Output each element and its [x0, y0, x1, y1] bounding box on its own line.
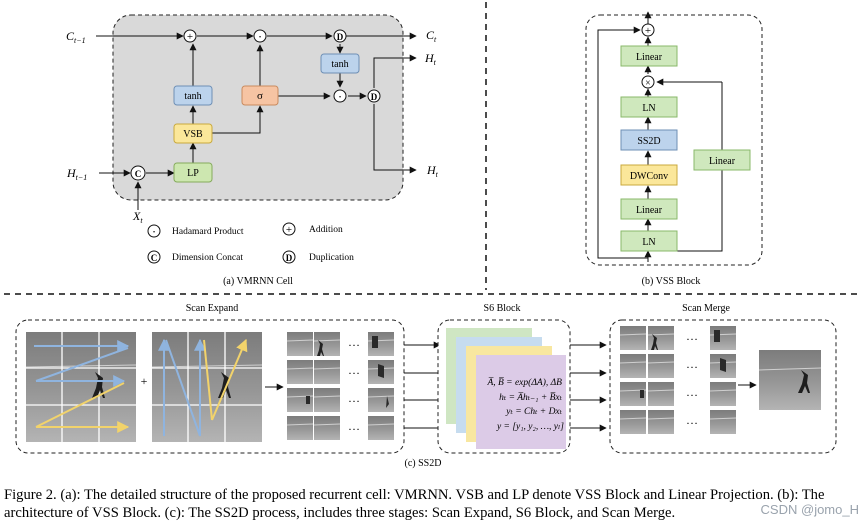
sigma-block — [241, 85, 279, 106]
legend-dup-label: Duplication — [309, 253, 354, 263]
s6-eq4: y = [y₁, y₂, …, yₗ] — [496, 422, 564, 432]
s6-eq1: A̅, B̅ = exp(ΔA), ΔB — [486, 377, 562, 388]
panel-c-ss2d: Scan Expand S6 Block Scan Merge + — [15, 303, 837, 469]
linear-side-block — [693, 149, 751, 171]
legend-dup-icon-glyph: D — [286, 253, 293, 263]
c-prev-label: Ct−1 — [66, 29, 86, 45]
scan-merge-title: Scan Merge — [682, 303, 730, 314]
tanh-right-block — [320, 53, 360, 74]
add-op-circle — [183, 29, 197, 43]
vsb-block — [173, 123, 213, 144]
ss2d-block — [620, 129, 678, 151]
merged-output-image — [758, 350, 822, 410]
legend-hadamard-icon-glyph: · — [152, 224, 156, 239]
s6-layer-purple — [476, 355, 566, 449]
dup-op-glyph-right: D — [371, 92, 378, 102]
s6-block-title: S6 Block — [484, 303, 521, 314]
tanh-left-label: tanh — [184, 91, 201, 102]
scan-image-2 — [151, 332, 263, 442]
h-out-label-bottom: Ht — [426, 163, 439, 179]
scan-plus-glyph: + — [141, 374, 148, 388]
svg-text:…: … — [686, 385, 698, 399]
mul-op-glyph-top: · — [258, 29, 262, 44]
figure-caption: Figure 2. (a): The detailed structure of… — [4, 487, 825, 521]
svg-text:…: … — [348, 363, 360, 377]
ln-top-label: LN — [642, 103, 655, 114]
vsb-label: VSB — [183, 129, 203, 140]
legend-hadamard-icon — [147, 224, 161, 238]
vss-add-glyph: + — [645, 25, 651, 37]
panel-c-label: (c) SS2D — [405, 458, 442, 469]
legend-addition-icon — [282, 222, 296, 236]
legend-dup-icon — [282, 250, 296, 264]
scan-expand-title: Scan Expand — [186, 303, 239, 314]
panel-a-vmrnn-cell: Ct−1 Ht−1 Xt Ct Ht Ht — [66, 14, 439, 287]
svg-text:…: … — [348, 391, 360, 405]
panel-b-label: (b) VSS Block — [642, 276, 701, 287]
scan-image-1 — [25, 332, 137, 442]
lp-block — [173, 162, 213, 183]
panel-a-label: (a) VMRNN Cell — [223, 276, 293, 287]
svg-text:…: … — [348, 335, 360, 349]
s6-eq2: hₜ = A̅hₜ₋₁ + B̅xₜ — [499, 392, 562, 403]
c-out-label: Ct — [426, 28, 437, 44]
linear-top-block — [620, 45, 678, 67]
dup-op-circle-right — [367, 89, 381, 103]
vss-mul-op — [641, 75, 655, 89]
watermark: CSDN @jomo_H — [760, 502, 859, 517]
merged-sequences: … … … … — [619, 325, 737, 435]
legend-hadamard-label: Hadamard Product — [172, 227, 244, 237]
svg-text:…: … — [686, 329, 698, 343]
h-prev-label: Ht−1 — [66, 166, 87, 182]
ln-bottom-block — [620, 230, 678, 252]
ss2d-label: SS2D — [637, 136, 660, 147]
svg-text:…: … — [686, 413, 698, 427]
linear-side-label: Linear — [709, 156, 736, 167]
legend-concat-icon-glyph: C — [151, 253, 158, 263]
panel-b-vss-block: + × Linear LN SS2D DWConv Linear LN Line… — [585, 11, 763, 287]
mul-op-circle-right — [333, 89, 347, 103]
mul-op-glyph-right: · — [338, 89, 342, 104]
add-op-glyph: + — [187, 31, 193, 43]
x-label: Xt — [132, 209, 143, 225]
expanded-sequences: … … … … — [286, 331, 395, 441]
dwconv-block — [620, 164, 678, 186]
ln-bottom-label: LN — [642, 237, 655, 248]
linear-mid-label: Linear — [636, 205, 663, 216]
legend-concat-icon — [147, 250, 161, 264]
concat-op-glyph: C — [135, 169, 142, 179]
linear-mid-block — [620, 198, 678, 220]
s6-eq3: yₜ = Chₜ + Dxₜ — [505, 407, 562, 417]
tanh-right-label: tanh — [331, 59, 348, 70]
concat-op-circle — [130, 165, 146, 181]
vss-mul-glyph: × — [645, 78, 651, 89]
dwconv-label: DWConv — [630, 171, 668, 182]
dup-op-glyph-top: D — [337, 32, 344, 42]
legend-addition-label: Addition — [309, 225, 343, 235]
legend-addition-icon-glyph: + — [286, 224, 292, 236]
mul-op-circle-top — [253, 29, 267, 43]
tanh-left-block — [173, 85, 213, 106]
svg-text:…: … — [348, 419, 360, 433]
h-out-label-top: Ht — [424, 51, 437, 67]
sigma-label: σ — [257, 90, 263, 102]
lp-label: LP — [187, 168, 199, 179]
legend-concat-label: Dimension Concat — [172, 253, 243, 263]
dup-op-circle-top — [333, 29, 347, 43]
linear-top-label: Linear — [636, 52, 663, 63]
svg-text:…: … — [686, 357, 698, 371]
ln-top-block — [620, 96, 678, 118]
vss-add-op — [641, 23, 655, 37]
